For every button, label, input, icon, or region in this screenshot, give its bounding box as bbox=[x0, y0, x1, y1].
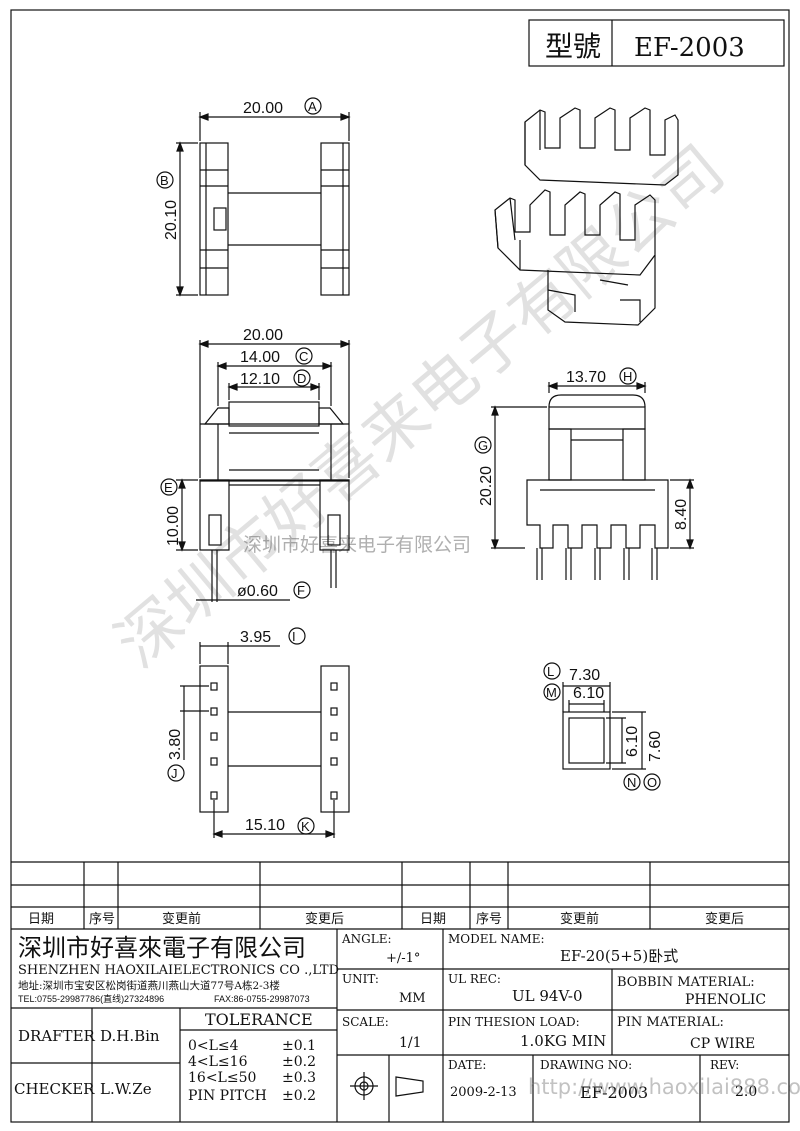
marker-f: F bbox=[297, 583, 305, 598]
marker-o: O bbox=[647, 775, 657, 790]
view-top: 20.00 A 20.10 B bbox=[156, 97, 351, 297]
rev-header-before-1: 变更前 bbox=[162, 911, 201, 927]
tol-value-1: ±0.1 bbox=[282, 1038, 316, 1054]
dim-a-value: 20.00 bbox=[243, 100, 283, 117]
checker-label: CHECKER bbox=[14, 1080, 95, 1098]
marker-g: G bbox=[478, 438, 488, 453]
rev-header-seq-2: 序号 bbox=[476, 912, 502, 927]
rev-header-date-1: 日期 bbox=[28, 912, 54, 927]
view-front: 20.00 14.00 C 12.10 D 10.00 E ø0.60 F bbox=[160, 327, 351, 602]
model-label: 型號 bbox=[545, 30, 601, 63]
rev-header-after-2: 变更后 bbox=[705, 911, 744, 927]
view-pin-section: 7.30 L 6.10 M 6.10 7.60 N O bbox=[543, 662, 664, 791]
rev-header-date-2: 日期 bbox=[420, 912, 446, 927]
company-tel: TEL:0755-29987786(直线)27324896 bbox=[18, 993, 164, 1004]
tol-value-2: ±0.2 bbox=[282, 1054, 316, 1070]
dim-side-height: 8.40 bbox=[673, 499, 690, 530]
tol-range-3: 16<L≤50 bbox=[188, 1070, 256, 1086]
rev-header-seq-1: 序号 bbox=[89, 912, 115, 927]
angle-value: +/-1° bbox=[386, 951, 420, 966]
watermark-center: 深圳市好喜来电子有限公司 bbox=[243, 534, 471, 556]
date-label: DATE: bbox=[448, 1058, 486, 1072]
marker-e: E bbox=[164, 480, 173, 495]
dim-g-value: 20.20 bbox=[478, 466, 495, 506]
projection-symbol-icon bbox=[350, 1072, 424, 1100]
tol-value-3: ±0.3 bbox=[282, 1070, 316, 1086]
company-name-en: SHENZHEN HAOXILAIELECTRONICS CO .,LTD bbox=[18, 963, 339, 978]
unit-label: UNIT: bbox=[342, 972, 379, 986]
dim-d-value: 12.10 bbox=[240, 371, 280, 388]
marker-n: N bbox=[627, 775, 636, 790]
tol-value-4: ±0.2 bbox=[282, 1088, 316, 1104]
revision-table: 日期 序号 变更前 变更后 日期 序号 变更前 变更后 bbox=[11, 861, 789, 930]
drawing-frame bbox=[10, 9, 790, 1123]
dim-i-value: 3.95 bbox=[240, 629, 271, 646]
bobbin-label: BOBBIN MATERIAL: bbox=[617, 975, 755, 990]
rev-label: REV: bbox=[710, 1058, 739, 1072]
marker-k: K bbox=[301, 819, 310, 834]
marker-l: L bbox=[547, 664, 554, 679]
dim-b-value: 20.10 bbox=[163, 200, 180, 240]
dim-l-value: 7.30 bbox=[569, 667, 600, 684]
pin-load-label: PIN THESION LOAD: bbox=[448, 1015, 580, 1029]
rev-header-before-2: 变更前 bbox=[560, 911, 599, 927]
dim-c-value: 14.00 bbox=[240, 349, 280, 366]
dim-e-value: 10.00 bbox=[165, 506, 182, 546]
watermark-footer: http://www.haoxilai888.com bbox=[528, 1075, 800, 1099]
dim-n-value: 6.10 bbox=[624, 726, 641, 757]
marker-i: I bbox=[292, 629, 296, 644]
pin-material-label: PIN MATERIAL: bbox=[617, 1015, 724, 1030]
rev-header-after-1: 变更后 bbox=[305, 911, 344, 927]
dim-k-value: 15.10 bbox=[245, 817, 285, 834]
drafter-value: D.H.Bin bbox=[100, 1027, 160, 1045]
tol-range-2: 4<L≤16 bbox=[188, 1054, 248, 1070]
bobbin-value: PHENOLIC bbox=[685, 992, 766, 1008]
dim-m-value: 6.10 bbox=[573, 685, 604, 702]
drawing-no-label: DRAWING NO: bbox=[540, 1058, 632, 1072]
view-isometric bbox=[494, 107, 679, 326]
dim-f-value: ø0.60 bbox=[237, 583, 278, 600]
drawing-no-value: EF-2003 bbox=[580, 1083, 648, 1102]
view-side: 13.70 H 20.20 G 8.40 bbox=[474, 367, 694, 580]
model-name-label: MODEL NAME: bbox=[448, 932, 545, 946]
rev-value: 2.0 bbox=[735, 1084, 757, 1100]
tol-range-4: PIN PITCH bbox=[188, 1088, 267, 1104]
angle-label: ANGLE: bbox=[341, 932, 392, 946]
ul-value: UL 94V-0 bbox=[512, 987, 583, 1005]
pin-material-value: CP WIRE bbox=[690, 1036, 755, 1052]
marker-c: C bbox=[299, 349, 308, 364]
model-name-value: EF-20(5+5)卧式 bbox=[560, 947, 678, 965]
marker-h: H bbox=[623, 369, 632, 384]
scale-label: SCALE: bbox=[342, 1015, 389, 1029]
view-bottom: 3.95 I 3.80 J 15.10 K bbox=[167, 627, 350, 838]
dim-overall-width: 20.00 bbox=[243, 327, 283, 344]
marker-j: J bbox=[171, 766, 178, 781]
date-value: 2009-2-13 bbox=[450, 1085, 517, 1100]
dim-j-value: 3.80 bbox=[167, 729, 184, 760]
marker-b: B bbox=[160, 173, 169, 188]
checker-value: L.W.Ze bbox=[100, 1080, 152, 1098]
title-box: 型號 EF-2003 bbox=[528, 19, 785, 67]
tol-range-1: 0<L≤4 bbox=[188, 1038, 239, 1054]
ul-label: UL REC: bbox=[448, 972, 501, 986]
marker-m: M bbox=[546, 685, 557, 700]
drafter-label: DRAFTER bbox=[18, 1027, 96, 1045]
dim-h-value: 13.70 bbox=[566, 369, 606, 386]
company-address: 地址:深圳市宝安区松岗街道燕川燕山大道77号A栋2-3楼 bbox=[18, 979, 280, 992]
marker-d: D bbox=[297, 371, 306, 386]
model-value: EF-2003 bbox=[634, 33, 745, 63]
scale-value: 1/1 bbox=[399, 1035, 422, 1051]
dim-o-value: 7.60 bbox=[647, 731, 664, 762]
company-fax: FAX:86-0755-29987073 bbox=[214, 994, 310, 1004]
unit-value: MM bbox=[399, 991, 426, 1006]
marker-a: A bbox=[308, 99, 317, 114]
company-name-cn: 深圳市好喜來電子有限公司 bbox=[18, 934, 306, 962]
tolerance-title: TOLERANCE bbox=[205, 1010, 313, 1029]
title-block: 深圳市好喜來電子有限公司 SHENZHEN HAOXILAIELECTRONIC… bbox=[11, 929, 800, 1122]
pin-load-value: 1.0KG MIN bbox=[520, 1032, 606, 1050]
